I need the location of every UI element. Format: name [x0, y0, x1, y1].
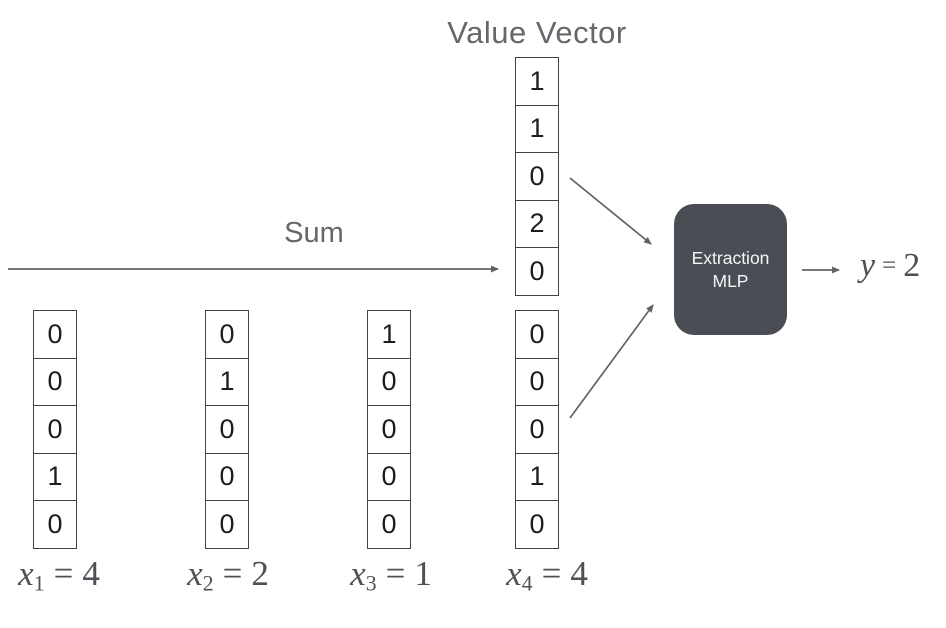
vector-cell: 0: [516, 359, 558, 406]
cell-value: 1: [219, 366, 235, 397]
cell-value: 0: [381, 366, 397, 397]
mlp-label-line2: MLP: [712, 270, 749, 291]
vector-cell: 1: [516, 454, 558, 501]
cell-value: 0: [529, 255, 545, 286]
variable-subscript: 3: [365, 571, 377, 596]
cell-value: 0: [529, 160, 545, 191]
variable-value: 4: [82, 554, 100, 593]
variable-name: x: [506, 554, 522, 593]
label-x3: x3 =1: [350, 554, 432, 594]
equals-sign: =: [882, 252, 897, 279]
x4-to-mlp-arrow: [569, 304, 654, 419]
variable-value: 4: [570, 554, 588, 593]
cell-value: 0: [529, 508, 545, 539]
variable-subscript: 1: [33, 571, 45, 596]
input-vector-x3: 1 0 0 0 0: [367, 310, 411, 549]
vector-cell: 1: [206, 359, 248, 406]
equals-sign: =: [385, 554, 406, 593]
cell-value: 0: [47, 413, 63, 444]
vector-cell: 1: [516, 106, 558, 153]
vector-cell: 1: [516, 58, 558, 106]
cell-value: 0: [219, 508, 235, 539]
vector-cell: 0: [34, 359, 76, 406]
label-x1: x1 =4: [18, 554, 100, 594]
vector-cell: 0: [206, 501, 248, 548]
variable-name: x: [350, 554, 366, 593]
cell-value: 0: [47, 508, 63, 539]
vector-cell: 1: [34, 454, 76, 501]
equals-sign: =: [541, 554, 562, 593]
cell-value: 0: [219, 413, 235, 444]
cell-value: 1: [381, 318, 397, 349]
mlp-label-line1: Extraction: [691, 247, 770, 268]
cell-value: 2: [529, 208, 545, 239]
cell-value: 1: [529, 461, 545, 492]
variable-name: x: [18, 554, 34, 593]
vector-cell: 0: [516, 248, 558, 295]
vector-cell: 0: [516, 501, 558, 548]
vector-cell: 1: [368, 311, 410, 359]
cell-value: 0: [381, 508, 397, 539]
equals-sign: =: [222, 554, 243, 593]
vector-cell: 0: [34, 501, 76, 548]
variable-value: 1: [414, 554, 432, 593]
output-variable: y: [860, 247, 876, 284]
cell-value: 0: [529, 366, 545, 397]
sum-label: Sum: [284, 217, 344, 249]
vector-cell: 0: [516, 311, 558, 359]
output-label: y=2: [860, 247, 920, 285]
vector-cell: 0: [516, 153, 558, 201]
vector-cell: 0: [206, 454, 248, 501]
vector-cell: 0: [368, 454, 410, 501]
cell-value: 1: [529, 113, 545, 144]
cell-value: 0: [381, 413, 397, 444]
cell-value: 0: [529, 318, 545, 349]
value-vector-to-mlp-arrow: [569, 177, 652, 245]
input-vector-x1: 0 0 0 1 0: [33, 310, 77, 549]
vector-cell: 0: [368, 359, 410, 406]
vector-cell: 0: [206, 406, 248, 454]
cell-value: 0: [219, 318, 235, 349]
vector-cell: 2: [516, 201, 558, 248]
label-x2: x2=2: [187, 554, 269, 594]
cell-value: 1: [47, 461, 63, 492]
cell-value: 0: [381, 461, 397, 492]
vector-cell: 0: [34, 311, 76, 359]
input-vector-x4: 0 0 0 1 0: [515, 310, 559, 549]
vector-cell: 0: [206, 311, 248, 359]
vector-cell: 0: [368, 406, 410, 454]
cell-value: 0: [47, 366, 63, 397]
extraction-mlp-box: Extraction MLP: [674, 204, 787, 335]
variable-subscript: 4: [521, 571, 533, 596]
variable-name: x: [187, 554, 203, 593]
input-vector-x2: 0 1 0 0 0: [205, 310, 249, 549]
cell-value: 1: [529, 65, 545, 96]
value-vector-title: Value Vector: [447, 15, 627, 50]
label-x4: x4=4: [506, 554, 588, 594]
vector-cell: 0: [34, 406, 76, 454]
value-vector: 1 1 0 2 0: [515, 57, 559, 296]
cell-value: 0: [529, 413, 545, 444]
output-value: 2: [903, 247, 921, 284]
cell-value: 0: [47, 318, 63, 349]
variable-value: 2: [251, 554, 269, 593]
equals-sign: =: [53, 554, 74, 593]
variable-subscript: 2: [202, 571, 214, 596]
vector-cell: 0: [516, 406, 558, 454]
cell-value: 0: [219, 461, 235, 492]
vector-cell: 0: [368, 501, 410, 548]
